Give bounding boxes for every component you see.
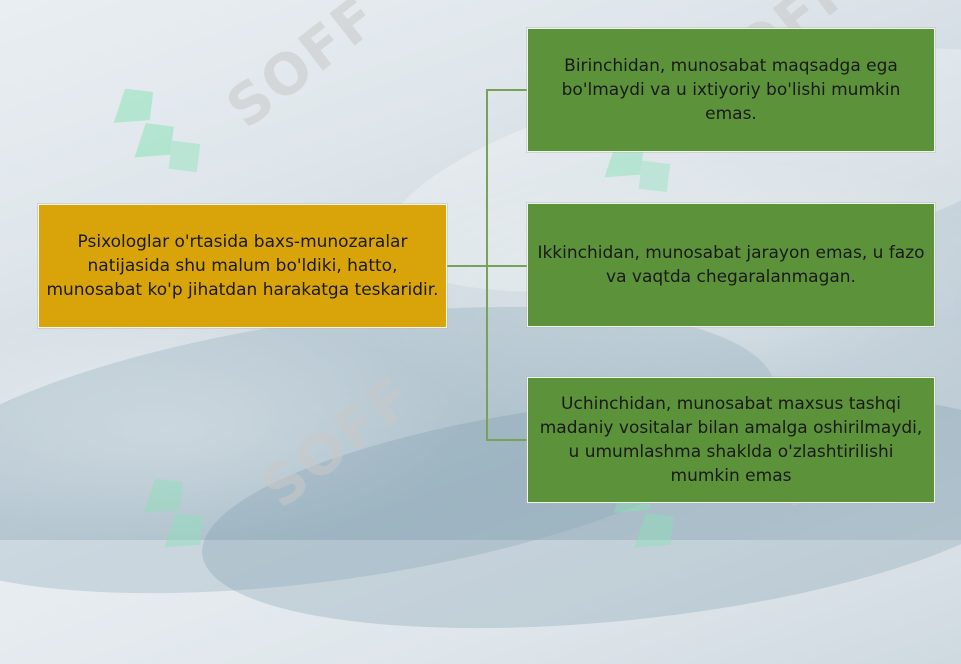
watermark-text: SOFF	[250, 363, 426, 522]
soff-logo-icon	[113, 88, 201, 173]
connector-main-horizontal	[447, 265, 487, 267]
connector-branch-2	[486, 265, 527, 267]
main-node-text: Psixologlar o'rtasida baxs-munozaralar n…	[46, 232, 439, 300]
connector-branch-3	[486, 439, 527, 441]
soff-logo-icon	[143, 478, 204, 548]
branch-node-3: Uchinchidan, munosabat maxsus tashqi mad…	[527, 377, 935, 503]
main-node: Psixologlar o'rtasida baxs-munozaralar n…	[38, 204, 447, 328]
branch-node-text: Birinchidan, munosabat maqsadga ega bo'l…	[561, 56, 901, 124]
watermark-text: SOFF	[215, 0, 391, 142]
branch-node-text: Uchinchidan, munosabat maxsus tashqi mad…	[539, 394, 923, 486]
connector-branch-1	[486, 89, 527, 91]
branch-node-1: Birinchidan, munosabat maqsadga ega bo'l…	[527, 28, 935, 152]
branch-node-2: Ikkinchidan, munosabat jarayon emas, u f…	[527, 203, 935, 327]
branch-node-text: Ikkinchidan, munosabat jarayon emas, u f…	[537, 243, 925, 287]
